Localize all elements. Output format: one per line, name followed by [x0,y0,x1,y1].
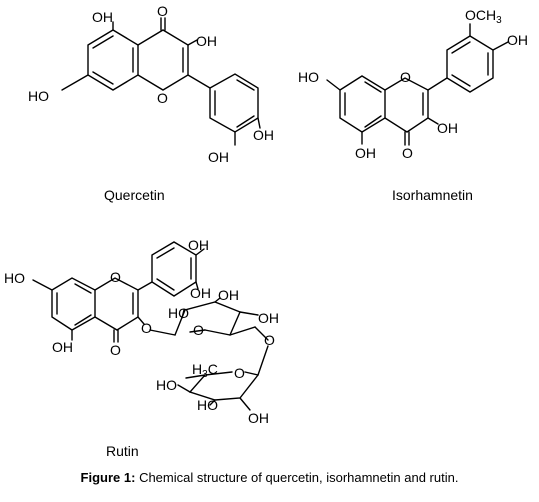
quercetin-ketone-o-label: O [157,3,168,19]
quercetin-ho-c7-label: HO [28,88,49,104]
isorhamnetin-structure [326,23,509,146]
quercetin-oh-c4p-label: OH [253,127,274,143]
rutin-rhamnose-h3c-label: H3C [192,361,218,380]
quercetin-ring-o-label: O [157,90,168,106]
isorhamnetin-oh-c4p-label: OH [507,32,528,48]
rutin-link-o-label: O [264,332,275,348]
figure-caption-label: Figure 1: [80,470,136,485]
isorhamnetin-name: Isorhamnetin [392,187,473,203]
quercetin-oh-c3p-label: OH [208,149,229,165]
rutin-structure [32,241,269,411]
rutin-glucose-oh-right-label: OH [258,310,279,326]
rutin-glycosidic-o-label: O [141,320,152,336]
rutin-rhamnose-ho-left-label: HO [156,377,177,393]
rutin-glucose-ring-o-label: O [193,322,204,338]
rutin-ho-c7-label: HO [4,270,25,286]
quercetin-name: Quercetin [104,187,165,203]
rutin-oh-c4p-label: OH [188,237,209,253]
rutin-oh-c3p-label: OH [190,285,211,301]
isorhamnetin-ketone-o-label: O [402,145,413,161]
rutin-oh-c5-label: OH [52,339,73,355]
rutin-name: Rutin [106,443,139,459]
rutin-glucose-oh-top-label: OH [218,287,239,303]
rutin-rhamnose-oh-bottom-label: OH [248,410,269,426]
figure-caption: Figure 1: Chemical structure of querceti… [0,470,539,485]
isorhamnetin-ho-c7-label: HO [298,69,319,85]
isorhamnetin-oh-c3-label: OH [437,120,458,136]
isorhamnetin-ring-o-label: O [400,69,411,85]
isorhamnetin-och3-label: OCH3 [465,7,502,26]
figure-caption-text: Chemical structure of quercetin, isorham… [135,470,459,485]
quercetin-oh-top-label: OH [92,9,113,25]
rutin-rhamnose-ho-bottom-label: HO [197,397,218,413]
rutin-rhamnose-ring-o-label: O [234,365,245,381]
rutin-glucose-ho-label: HO [168,305,189,321]
quercetin-oh-c3-label: OH [196,33,217,49]
rutin-ring-o-label: O [110,269,121,285]
isorhamnetin-oh-c5-label: OH [355,145,376,161]
quercetin-structure [61,17,261,146]
rutin-ketone-o-label: O [110,342,121,358]
